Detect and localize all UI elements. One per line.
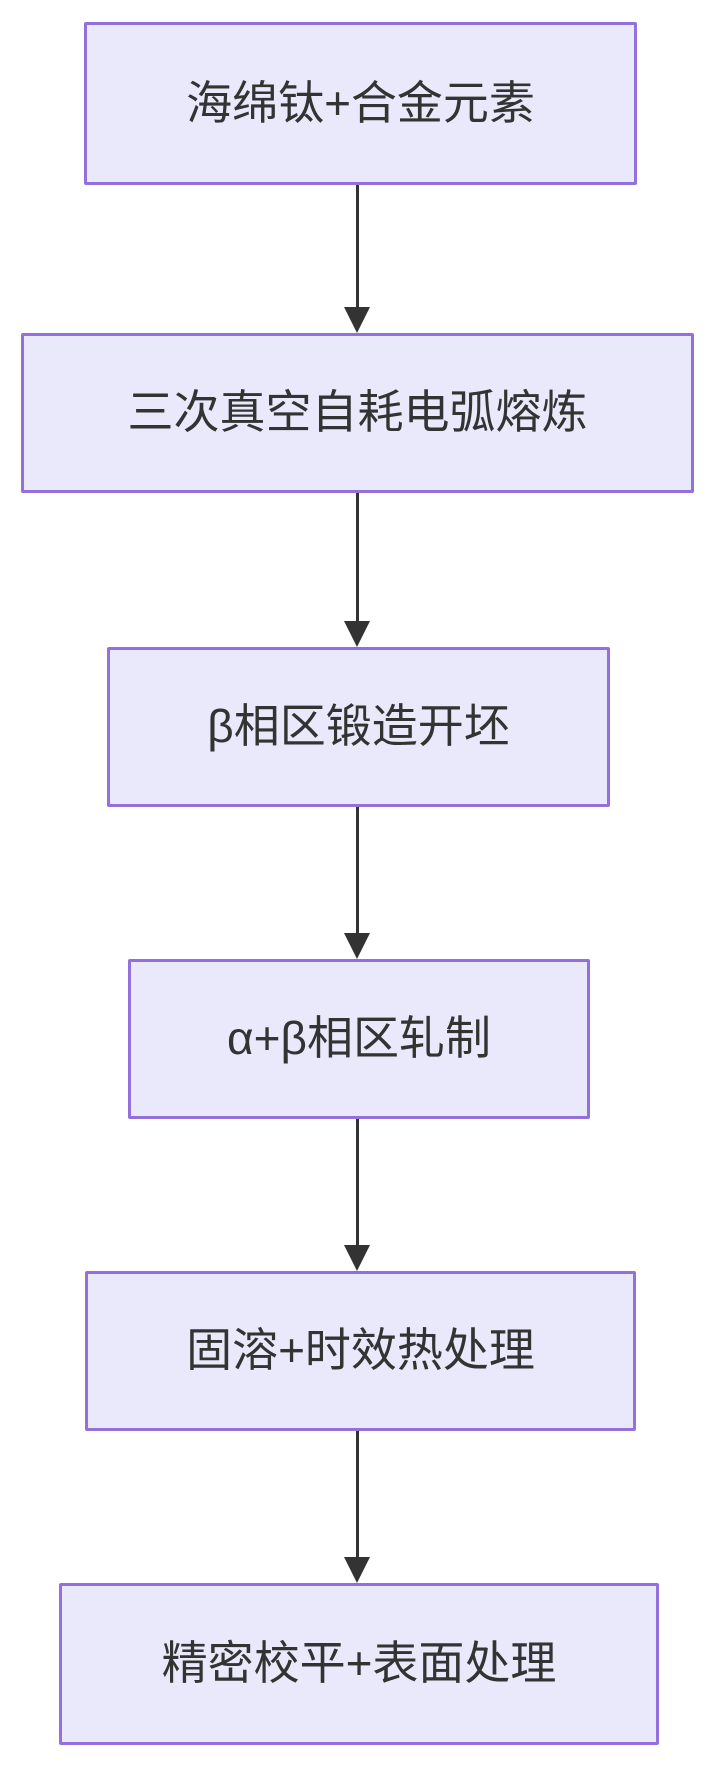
flow-node-label: 海绵钛+合金元素 bbox=[186, 76, 535, 129]
flow-node-leveling-surface: 精密校平+表面处理 bbox=[59, 1583, 659, 1745]
arrow-line bbox=[355, 185, 359, 307]
arrow-head-icon bbox=[344, 621, 370, 647]
flow-node-sponge-titanium: 海绵钛+合金元素 bbox=[84, 22, 637, 185]
arrow-line bbox=[355, 1431, 359, 1557]
flow-node-alpha-beta-rolling: α+β相区轧制 bbox=[128, 959, 590, 1119]
arrow-head-icon bbox=[344, 1557, 370, 1583]
arrow-head-icon bbox=[344, 1245, 370, 1271]
flow-arrow-5 bbox=[343, 1431, 371, 1583]
flow-node-vacuum-arc-melting: 三次真空自耗电弧熔炼 bbox=[21, 333, 694, 493]
flow-arrow-2 bbox=[343, 493, 371, 647]
flow-arrow-4 bbox=[343, 1119, 371, 1271]
flow-node-label: 三次真空自耗电弧熔炼 bbox=[127, 386, 588, 439]
arrow-line bbox=[355, 807, 359, 933]
flow-node-beta-forging: β相区锻造开坯 bbox=[107, 647, 610, 807]
flow-node-label: 固溶+时效热处理 bbox=[186, 1324, 535, 1377]
arrow-line bbox=[355, 1119, 359, 1245]
arrow-head-icon bbox=[344, 933, 370, 959]
arrow-head-icon bbox=[344, 307, 370, 333]
flow-node-solution-aging: 固溶+时效热处理 bbox=[85, 1271, 636, 1431]
flow-node-label: α+β相区轧制 bbox=[227, 1012, 491, 1065]
flow-arrow-3 bbox=[343, 807, 371, 959]
arrow-line bbox=[355, 493, 359, 621]
flow-node-label: 精密校平+表面处理 bbox=[161, 1637, 557, 1690]
flow-arrow-1 bbox=[343, 185, 371, 333]
flow-node-label: β相区锻造开坯 bbox=[207, 700, 510, 753]
